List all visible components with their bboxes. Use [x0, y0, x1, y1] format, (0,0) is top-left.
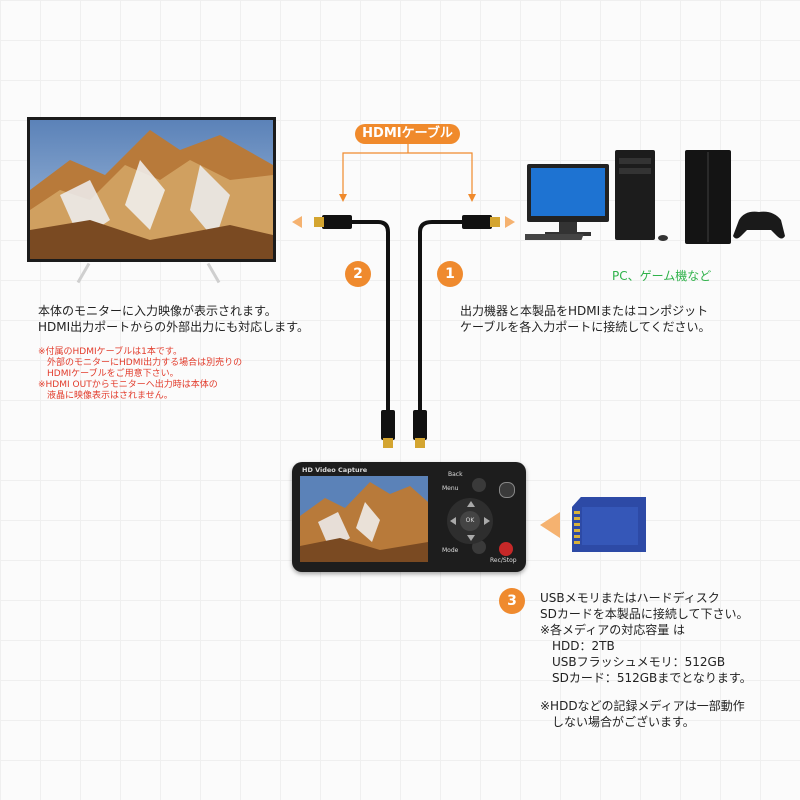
sd-card-icon	[572, 497, 646, 552]
rec-stop-label: Rec/Stop	[490, 557, 517, 564]
arrow-icon	[540, 512, 560, 538]
volume-down-button[interactable]	[472, 540, 486, 554]
step2-note-4: ※HDMI OUTからモニターへ出力時は本体の	[38, 380, 218, 390]
mode-label: Mode	[442, 547, 459, 554]
step2-note-1: ※付属のHDMIケーブルは1本です。	[38, 347, 182, 357]
tv-monitor-icon	[27, 117, 276, 262]
ok-button[interactable]: OK	[460, 511, 480, 531]
step3-text-3: ※各メディアの対応容量 は	[540, 623, 686, 637]
video-capture-device: HD Video Capture Back Menu Mode Rec/Stop…	[292, 462, 526, 572]
hdmi-plug-icon	[314, 215, 500, 448]
step2-note-3: HDMIケーブルをご用意下さい。	[38, 369, 179, 379]
right-arrow-icon[interactable]	[484, 517, 490, 525]
step3-text-5: USBフラッシュメモリ：512GB	[540, 655, 726, 669]
desktop-pc-icon	[525, 150, 785, 244]
power-button[interactable]	[499, 482, 515, 498]
step2-text-1: 本体のモニターに入力映像が表示されます。	[38, 304, 277, 318]
step3-text-9: しない場合がございます。	[540, 715, 695, 729]
step3-text-8: ※HDDなどの記録メディアは一部動作	[540, 699, 745, 713]
step-2-badge: 2	[345, 261, 371, 287]
left-arrow-icon[interactable]	[450, 517, 456, 525]
hdmi-cable-label: HDMIケーブル	[355, 124, 460, 144]
game-console-icon	[685, 150, 785, 244]
back-label: Back	[448, 471, 463, 478]
step2-note-2: 外部のモニターにHDMI出力する場合は別売りの	[38, 358, 243, 368]
volume-up-button[interactable]	[472, 478, 486, 492]
record-button[interactable]	[499, 542, 513, 556]
dpad[interactable]: OK	[447, 498, 493, 544]
step-1-badge: 1	[437, 261, 463, 287]
device-screen	[300, 476, 428, 562]
arrow-icon	[292, 216, 302, 228]
down-arrow-icon[interactable]	[467, 535, 475, 541]
source-caption: PC、ゲーム機など	[612, 269, 712, 283]
device-brand: HD Video Capture	[302, 466, 368, 474]
step3-text-6: SDカード：512GBまでとなります。	[540, 671, 752, 685]
step1-text-1: 出力機器と本製品をHDMIまたはコンポジット	[460, 304, 709, 318]
up-arrow-icon[interactable]	[467, 501, 475, 507]
menu-label: Menu	[442, 485, 459, 492]
arrow-icon	[505, 216, 515, 228]
step3-text-2: SDカードを本製品に接続して下さい。	[540, 607, 749, 621]
step3-text-4: HDD：2TB	[540, 639, 615, 653]
step-3-badge: 3	[499, 588, 525, 614]
step3-text-1: USBメモリまたはハードディスク	[540, 591, 720, 605]
step1-text-2: ケーブルを各入力ポートに接続してください。	[460, 320, 711, 334]
step2-text-2: HDMI出力ポートからの外部出力にも対応します。	[38, 320, 309, 334]
step2-note-5: 液晶に映像表示はされません。	[38, 391, 173, 401]
